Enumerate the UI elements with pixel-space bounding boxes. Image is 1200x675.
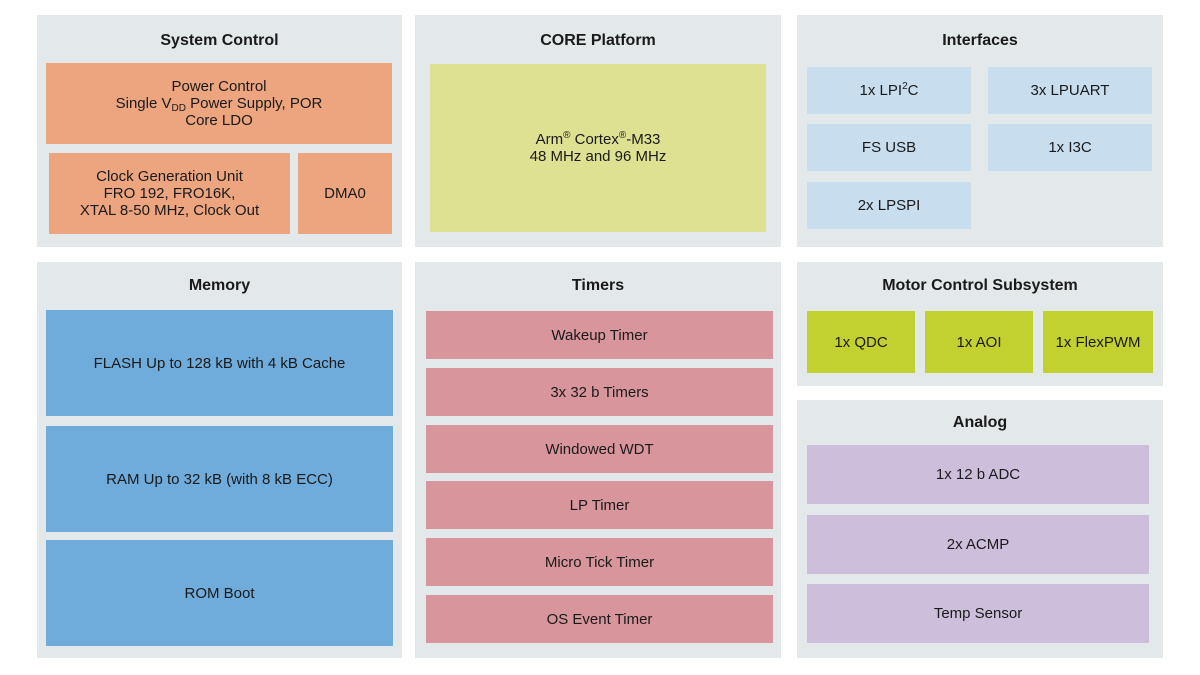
flash-block: FLASH Up to 128 kB with 4 kB Cache bbox=[46, 310, 393, 416]
block-label: Single VDD Power Supply, POR bbox=[115, 95, 323, 114]
block-label: RAM Up to 32 kB (with 8 kB ECC) bbox=[106, 470, 333, 488]
windowed-wdt-block: Windowed WDT bbox=[426, 425, 773, 473]
dma-block: DMA0 bbox=[298, 153, 392, 234]
block-label: Windowed WDT bbox=[545, 440, 654, 458]
block-label: 2x LPSPI bbox=[857, 197, 921, 214]
acmp-block: 2x ACMP bbox=[807, 515, 1149, 574]
lpuart-block: 3x LPUART bbox=[988, 67, 1152, 114]
block-label: Micro Tick Timer bbox=[544, 553, 655, 571]
qdc-block: 1x QDC bbox=[807, 311, 915, 373]
panel-title: Memory bbox=[188, 277, 251, 294]
block-label: ROM Boot bbox=[184, 584, 255, 602]
system-control-panel: System Control Power Control Single VDD … bbox=[37, 15, 402, 247]
aoi-block: 1x AOI bbox=[925, 311, 1033, 373]
wakeup-timer-block: Wakeup Timer bbox=[426, 311, 773, 359]
32b-timers-block: 3x 32 b Timers bbox=[426, 368, 773, 416]
block-label: 1x LPI2C bbox=[859, 81, 919, 100]
block-label: Power Control bbox=[171, 78, 267, 95]
temp-sensor-block: Temp Sensor bbox=[807, 584, 1149, 643]
block-label: Clock Generation Unit bbox=[96, 168, 243, 185]
power-control-block: Power Control Single VDD Power Supply, P… bbox=[46, 63, 392, 144]
block-label: XTAL 8-50 MHz, Clock Out bbox=[79, 202, 260, 219]
lpspi-block: 2x LPSPI bbox=[807, 182, 971, 229]
rom-boot-block: ROM Boot bbox=[46, 540, 393, 646]
analog-panel: Analog 1x 12 b ADC 2x ACMP Temp Sensor bbox=[797, 400, 1163, 658]
block-label: FRO 192, FRO16K, bbox=[103, 185, 236, 202]
block-label: LP Timer bbox=[569, 496, 630, 514]
panel-title: Motor Control Subsystem bbox=[882, 277, 1078, 294]
block-label: OS Event Timer bbox=[546, 610, 653, 628]
block-label: Wakeup Timer bbox=[551, 326, 648, 344]
interfaces-panel: Interfaces 1x LPI2C 3x LPUART FS USB 1x … bbox=[797, 15, 1163, 247]
lpi2c-block: 1x LPI2C bbox=[807, 67, 971, 114]
panel-title: CORE Platform bbox=[540, 32, 656, 49]
block-label: 1x I3C bbox=[1048, 139, 1092, 156]
block-label: 3x 32 b Timers bbox=[550, 383, 649, 401]
panel-title: Analog bbox=[952, 414, 1008, 431]
block-label: FS USB bbox=[861, 139, 917, 156]
block-label: Core LDO bbox=[185, 112, 253, 129]
block-label: Arm® Cortex®-M33 bbox=[535, 130, 661, 149]
ram-block: RAM Up to 32 kB (with 8 kB ECC) bbox=[46, 426, 393, 532]
micro-tick-timer-block: Micro Tick Timer bbox=[426, 538, 773, 586]
motor-control-panel: Motor Control Subsystem 1x QDC 1x AOI 1x… bbox=[797, 262, 1163, 386]
block-label: DMA0 bbox=[324, 185, 366, 202]
i3c-block: 1x I3C bbox=[988, 124, 1152, 171]
block-label: 1x 12 b ADC bbox=[935, 466, 1021, 483]
block-label: 1x FlexPWM bbox=[1055, 333, 1141, 351]
adc-block: 1x 12 b ADC bbox=[807, 445, 1149, 504]
arm-cortex-block: Arm® Cortex®-M33 48 MHz and 96 MHz bbox=[430, 64, 766, 232]
core-platform-panel: CORE Platform Arm® Cortex®-M33 48 MHz an… bbox=[415, 15, 781, 247]
block-label: 48 MHz and 96 MHz bbox=[529, 148, 667, 165]
block-label: Temp Sensor bbox=[933, 605, 1023, 622]
memory-panel: Memory FLASH Up to 128 kB with 4 kB Cach… bbox=[37, 262, 402, 658]
block-label: 3x LPUART bbox=[1030, 82, 1110, 99]
os-event-timer-block: OS Event Timer bbox=[426, 595, 773, 643]
block-label: 2x ACMP bbox=[946, 536, 1010, 553]
block-label: 1x QDC bbox=[834, 333, 888, 351]
panel-title: System Control bbox=[160, 32, 279, 49]
block-label: FLASH Up to 128 kB with 4 kB Cache bbox=[93, 354, 346, 372]
panel-title: Timers bbox=[571, 277, 625, 294]
fs-usb-block: FS USB bbox=[807, 124, 971, 171]
clock-generation-block: Clock Generation Unit FRO 192, FRO16K, X… bbox=[49, 153, 290, 234]
timers-panel: Timers Wakeup Timer 3x 32 b Timers Windo… bbox=[415, 262, 781, 658]
flexpwm-block: 1x FlexPWM bbox=[1043, 311, 1153, 373]
block-label: 1x AOI bbox=[956, 333, 1002, 351]
lp-timer-block: LP Timer bbox=[426, 481, 773, 529]
panel-title: Interfaces bbox=[942, 32, 1018, 49]
